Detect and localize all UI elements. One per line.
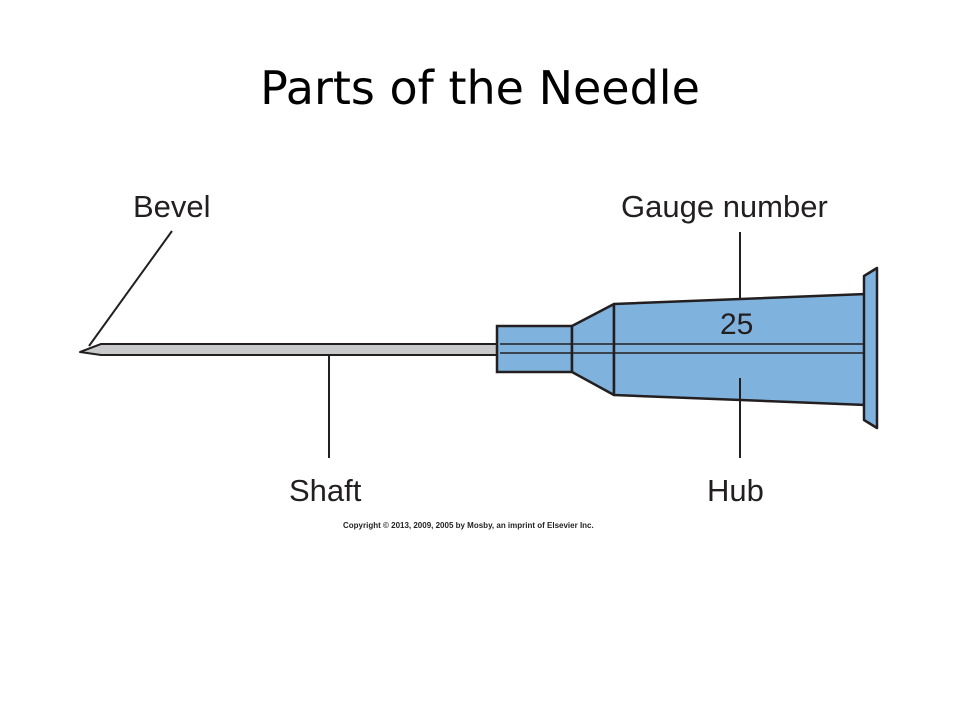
needle-shaft [79,343,501,356]
bevel-edge [79,343,102,353]
hub-taper [570,302,616,397]
hub-label: Hub [707,473,764,508]
bevel-leader-line [88,230,173,347]
bevel-label: Bevel [133,189,211,224]
shaft-label: Shaft [289,473,362,508]
copyright-notice: Copyright © 2013, 2009, 2005 by Mosby, a… [343,521,594,530]
hub-flange [862,266,879,430]
hub-neck [495,324,574,374]
slide-title: Parts of the Needle [260,61,700,115]
gauge-value: 25 [720,308,754,341]
gauge-number-label: Gauge number [621,189,828,224]
